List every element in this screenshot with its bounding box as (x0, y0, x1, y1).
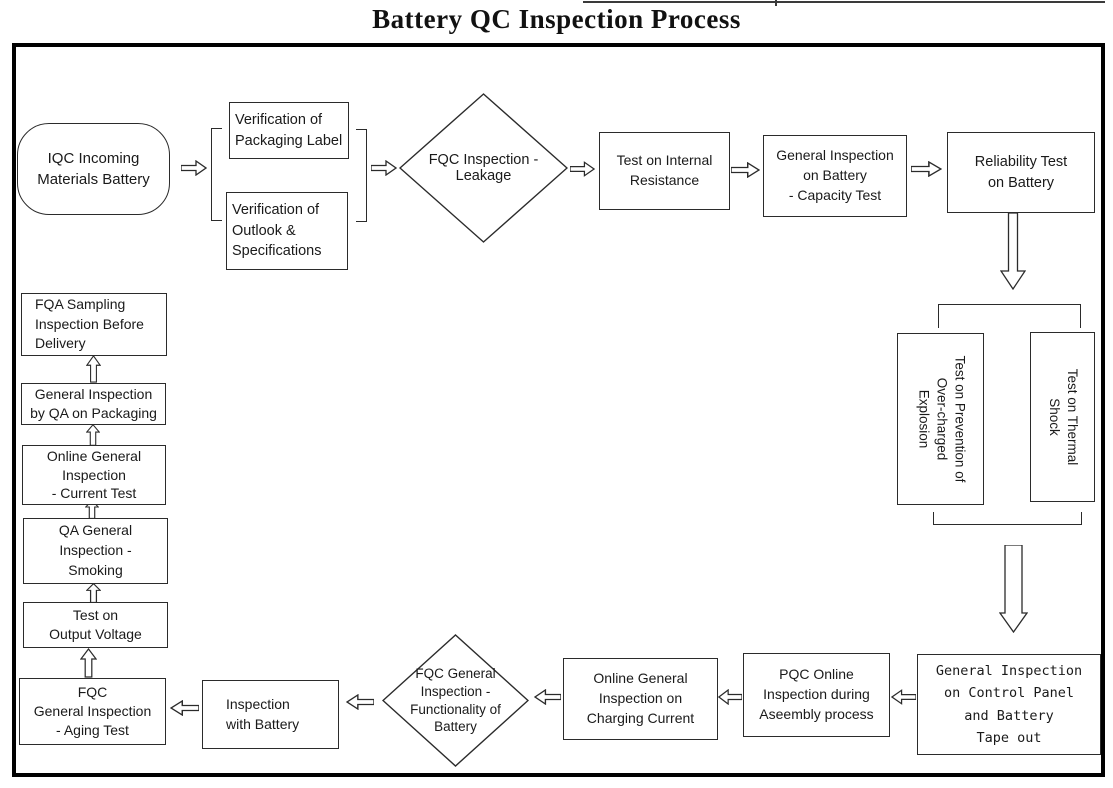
flow-arrow-left-icon (170, 700, 199, 716)
node-qa-general-inspection-smoking: QA General Inspection - Smoking (23, 518, 168, 584)
page-edge-tick-artifact (775, 0, 777, 6)
flow-arrow-right-icon (570, 161, 595, 177)
flow-arrow-right-icon (181, 160, 207, 176)
page-edge-artifact (583, 1, 1105, 3)
node-pqc-online-inspection-assembly: PQC Online Inspection during Aseembly pr… (743, 653, 890, 737)
node-online-general-inspection-current-test: Online General Inspection - Current Test (22, 445, 166, 505)
flow-arrow-right-icon (371, 160, 397, 176)
decision-label: FQC Inspection - Leakage (428, 152, 539, 184)
vertical-label: Test on Thermal Shock (1046, 368, 1080, 466)
flow-arrow-right-icon (731, 162, 760, 178)
flow-arrow-left-icon (718, 689, 742, 705)
node-test-output-voltage: Test on Output Voltage (23, 602, 168, 648)
decision-label: FQC General Inspection - Functionality o… (410, 666, 501, 735)
flow-arrow-up-icon (86, 424, 100, 446)
flow-arrow-down-icon (999, 545, 1028, 633)
node-verification-outlook-specifications: Verification of Outlook & Specifications (226, 192, 348, 270)
node-test-prevention-overcharged-explosion: Test on Prevention of Over-charged Explo… (897, 333, 984, 505)
node-general-inspection-qa-packaging: General Inspection by QA on Packaging (21, 383, 166, 425)
group-bracket-right (356, 129, 367, 222)
diagram-border (12, 43, 1105, 777)
diagram-title: Battery QC Inspection Process (372, 4, 741, 34)
node-test-internal-resistance: Test on Internal Resistance (599, 132, 730, 210)
flow-arrow-up-icon (86, 355, 101, 383)
diamond-shape (382, 634, 529, 767)
decision-fqc-inspection-leakage: FQC Inspection - Leakage (399, 93, 568, 243)
flow-arrow-left-icon (534, 689, 561, 705)
group-bracket-left (211, 128, 222, 221)
node-iqc-incoming-materials: IQC Incoming Materials Battery (17, 123, 170, 215)
vertical-label: Test on Prevention of Over-charged Explo… (915, 355, 967, 483)
decision-fqc-general-inspection-functionality: FQC General Inspection - Functionality o… (382, 634, 529, 767)
flow-arrow-up-icon (86, 583, 101, 603)
node-inspection-with-battery: Inspection with Battery (202, 680, 339, 749)
flow-arrow-left-icon (891, 689, 916, 705)
node-verification-packaging-label: Verification of Packaging Label (229, 102, 349, 159)
flow-arrow-left-icon (346, 694, 374, 710)
flow-arrow-right-icon (911, 161, 942, 177)
node-test-thermal-shock: Test on Thermal Shock (1030, 332, 1095, 502)
flow-arrow-up-icon (80, 648, 97, 678)
node-fqa-sampling-inspection-delivery: FQA Sampling Inspection Before Delivery (21, 293, 167, 356)
flow-arrow-down-icon (1000, 213, 1026, 290)
node-general-inspection-control-panel: General Inspection on Control Panel and … (917, 654, 1101, 755)
diamond-shape (399, 93, 568, 243)
group-bracket-top (938, 304, 1081, 328)
node-reliability-test-battery: Reliability Test on Battery (947, 132, 1095, 213)
group-bracket-bottom (933, 512, 1082, 525)
node-fqc-general-inspection-aging-test: FQC General Inspection - Aging Test (19, 678, 166, 745)
node-online-inspection-charging-current: Online General Inspection on Charging Cu… (563, 658, 718, 740)
node-general-inspection-capacity-test: General Inspection on Battery - Capacity… (763, 135, 907, 217)
